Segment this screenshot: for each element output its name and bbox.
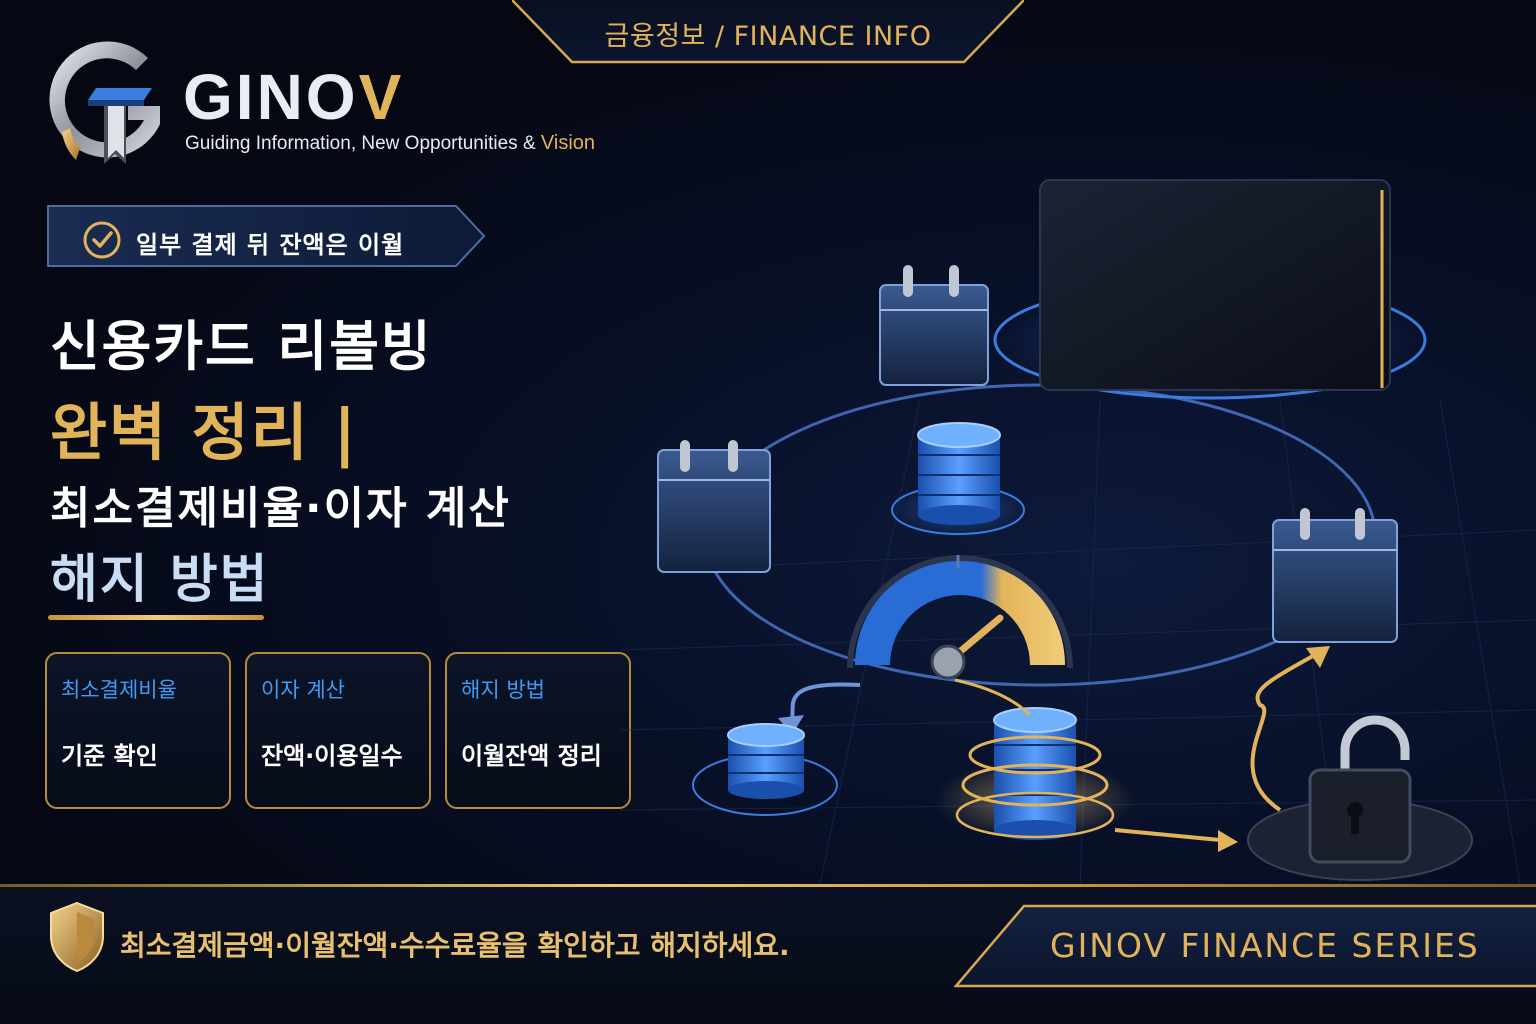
note-banner: [47, 205, 486, 267]
tagline-accent: Vision: [540, 132, 596, 154]
coin-stack-gold-ring-icon: [935, 707, 1135, 840]
shield-icon: [50, 901, 104, 973]
gauge-icon: [847, 555, 1073, 680]
ginov-logo-icon: [49, 41, 160, 164]
card-title: 해지 방법: [461, 678, 545, 702]
card-title: 최소결제비율: [61, 678, 177, 702]
headline-line-4: 해지 방법: [50, 550, 270, 610]
footer-divider: [0, 884, 1536, 887]
headline-line-1: 신용카드 리볼빙: [50, 315, 433, 378]
card-body: 잔액·이용일수: [261, 742, 403, 770]
coin-stack-icon: [692, 723, 838, 816]
footer-message: 최소결제금액·이월잔액·수수료율을 확인하고 해지하세요.: [120, 929, 790, 962]
card-body: 기준 확인: [61, 742, 158, 770]
series-badge: [954, 904, 1536, 988]
calendar-icon: [1272, 508, 1398, 643]
coin-stack-icon: [888, 422, 1028, 538]
brand-tagline: Guiding Information, New Opportunities &…: [185, 132, 595, 155]
card-body: 이월잔액 정리: [461, 742, 602, 770]
feature-card-interest: 이자 계산 잔액·이용일수: [245, 652, 431, 809]
series-label: GINOV FINANCE SERIES: [1050, 926, 1480, 965]
headline-line-2: 완벽 정리 |: [50, 396, 358, 469]
headline-underline: [48, 615, 264, 620]
calendar-icon: [657, 440, 771, 573]
revolving-illustration: [620, 179, 1536, 885]
tagline-main: Guiding Information, New Opportunities &: [185, 133, 541, 154]
open-lock-icon: [1247, 715, 1473, 881]
category-tab: [512, 0, 1024, 64]
card-title: 이자 계산: [261, 678, 345, 702]
category-label: 금융정보 / FINANCE INFO: [604, 21, 932, 52]
note-text: 일부 결제 뒤 잔액은 이월: [136, 231, 405, 259]
brand-name-accent: V: [358, 61, 405, 133]
calendar-icon: [879, 265, 989, 386]
feature-card-min-payment: 최소결제비율 기준 확인: [45, 652, 231, 809]
check-circle-icon: [83, 221, 121, 259]
brand-name-main: GINO: [183, 61, 359, 133]
brand-name: GINOV: [183, 60, 404, 134]
credit-card-icon: [1039, 179, 1391, 391]
feature-card-cancel: 해지 방법 이월잔액 정리: [445, 652, 631, 809]
headline-line-3: 최소결제비율·이자 계산: [50, 483, 511, 534]
